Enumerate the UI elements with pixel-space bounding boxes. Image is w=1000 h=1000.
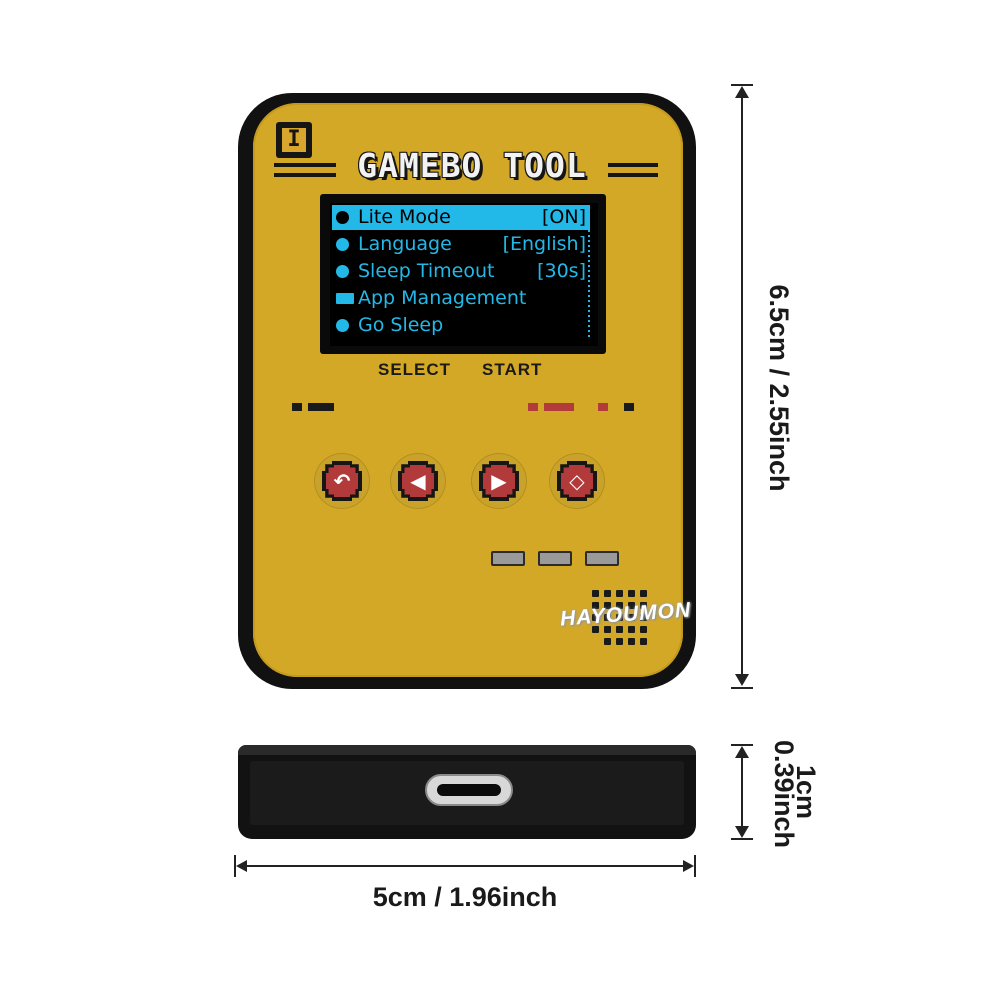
- indicator-dash-red: [598, 403, 608, 411]
- speaker-hole: [640, 626, 647, 633]
- menu-item-label: Language: [358, 233, 452, 255]
- logo-badge: I: [276, 122, 312, 158]
- speaker-hole: [604, 638, 611, 645]
- speaker-hole: [592, 602, 599, 609]
- width-arrow-left-icon: [236, 860, 247, 872]
- left-button[interactable]: ◀: [390, 453, 446, 509]
- back-button[interactable]: ↶: [314, 453, 370, 509]
- width-dim-cap-left: [234, 855, 236, 877]
- screen-scrollbar: [588, 205, 590, 337]
- title-stripe-left-2: [274, 173, 336, 177]
- lite-mode-icon: [336, 211, 349, 224]
- sleep-timeout-icon: [336, 265, 349, 278]
- indicator-dash-red: [528, 403, 538, 411]
- indicator-dash: [624, 403, 634, 411]
- menu-item-label: App Management: [358, 287, 527, 309]
- language-icon: [336, 238, 349, 251]
- status-light: [538, 551, 572, 566]
- menu-item-language[interactable]: Language [English]: [332, 232, 590, 257]
- speaker-hole: [604, 614, 611, 621]
- speaker-hole: [628, 602, 635, 609]
- diamond-icon: ◇: [561, 465, 593, 497]
- height-arrow-down-icon: [735, 674, 749, 686]
- speaker-hole: [628, 590, 635, 597]
- width-dim-line: [240, 865, 690, 867]
- speaker-hole: [604, 590, 611, 597]
- width-dim-cap-right: [694, 855, 696, 877]
- speaker-hole: [616, 614, 623, 621]
- indicator-dash-red: [544, 403, 574, 411]
- speaker-hole: [616, 626, 623, 633]
- height-dim-cap-bottom: [731, 687, 753, 689]
- indicator-dash: [292, 403, 302, 411]
- action-button[interactable]: ◇: [549, 453, 605, 509]
- menu-item-app-management[interactable]: App Management: [332, 286, 590, 311]
- height-dimension-label: 6.5cm / 2.55inch: [764, 284, 794, 492]
- menu-item-value: [30s]: [537, 260, 586, 282]
- right-button[interactable]: ▶: [471, 453, 527, 509]
- go-sleep-icon: [336, 319, 349, 332]
- menu-item-sleep-timeout[interactable]: Sleep Timeout [30s]: [332, 259, 590, 284]
- speaker-hole: [616, 638, 623, 645]
- speaker-grille: [592, 590, 654, 652]
- width-dimension-label: 5cm / 1.96inch: [372, 882, 558, 912]
- app-management-icon: [336, 293, 354, 304]
- oled-screen: Lite Mode [ON] Language [English] Sleep …: [330, 203, 598, 346]
- thickness-inch-label: 0.39inch: [769, 739, 799, 849]
- speaker-hole: [592, 626, 599, 633]
- thickness-arrow-up-icon: [735, 746, 749, 758]
- start-label: START: [482, 360, 543, 379]
- logo-letter: I: [282, 128, 306, 152]
- speaker-hole: [640, 602, 647, 609]
- indicator-dash: [308, 403, 334, 411]
- speaker-hole: [604, 602, 611, 609]
- speaker-hole: [592, 590, 599, 597]
- speaker-hole: [616, 590, 623, 597]
- speaker-hole: [628, 614, 635, 621]
- thickness-dim-line: [741, 750, 743, 834]
- menu-item-value: [ON]: [542, 206, 586, 228]
- usb-c-port: [425, 774, 513, 806]
- speaker-hole: [640, 614, 647, 621]
- side-top-edge: [238, 745, 696, 755]
- menu-item-value: [English]: [502, 233, 586, 255]
- menu-item-lite-mode[interactable]: Lite Mode [ON]: [332, 205, 590, 230]
- usb-c-port-opening: [437, 784, 501, 796]
- width-arrow-right-icon: [683, 860, 694, 872]
- device-title: GAMEBO TOOL: [356, 145, 587, 186]
- thickness-dim-cap-bottom: [731, 838, 753, 840]
- left-triangle-icon: ◀: [402, 465, 434, 497]
- menu-item-label: Sleep Timeout: [358, 260, 495, 282]
- height-dim-cap-top: [731, 84, 753, 86]
- menu-item-label: Lite Mode: [358, 206, 451, 228]
- status-light: [585, 551, 619, 566]
- title-stripe-right-1: [608, 163, 658, 167]
- height-arrow-up-icon: [735, 86, 749, 98]
- title-stripe-right-2: [608, 173, 658, 177]
- title-stripe-left-1: [274, 163, 336, 167]
- menu-item-label: Go Sleep: [358, 314, 444, 336]
- speaker-hole: [604, 626, 611, 633]
- speaker-hole: [628, 638, 635, 645]
- speaker-hole: [640, 590, 647, 597]
- speaker-hole: [628, 626, 635, 633]
- back-arrow-icon: ↶: [326, 465, 358, 497]
- thickness-arrow-down-icon: [735, 826, 749, 838]
- speaker-hole: [592, 614, 599, 621]
- speaker-hole: [616, 602, 623, 609]
- height-dim-line: [741, 90, 743, 682]
- right-triangle-icon: ▶: [483, 465, 515, 497]
- thickness-dim-cap-top: [731, 744, 753, 746]
- speaker-hole: [640, 638, 647, 645]
- select-label: SELECT: [378, 360, 452, 379]
- status-light: [491, 551, 525, 566]
- menu-item-go-sleep[interactable]: Go Sleep: [332, 313, 590, 338]
